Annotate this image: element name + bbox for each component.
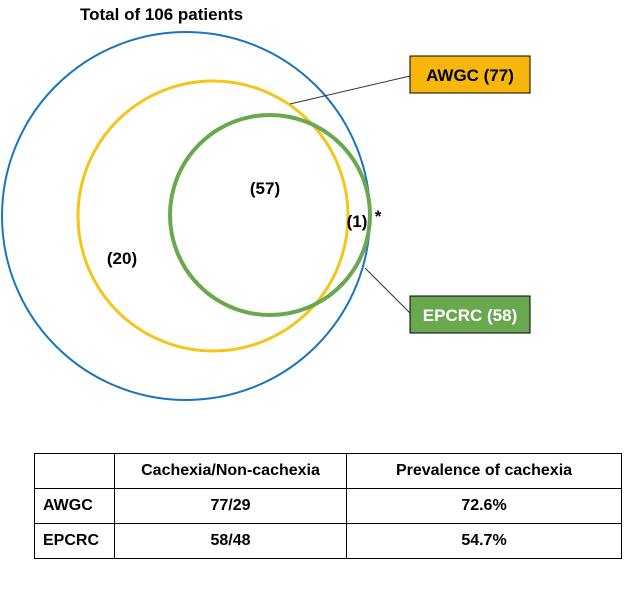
epcrc-circle — [168, 113, 372, 317]
awgc-legend-label: AWGC (77) — [426, 66, 514, 85]
awgc-circle — [76, 79, 350, 353]
table-header-cell: Prevalence of cachexia — [346, 453, 622, 489]
table-row-ratio: 77/29 — [114, 488, 347, 524]
table-row-criteria: AWGC — [34, 488, 115, 524]
region-both-label: (57) — [250, 179, 280, 198]
awgc-connector-line — [289, 75, 411, 105]
venn-diagram: Total of 106 patients (57) (20) (1) * AW… — [1, 5, 531, 401]
table-header-cell: Cachexia/Non-cachexia — [114, 453, 347, 489]
epcrc-connector-line — [364, 267, 411, 314]
table-row: AWGC 77/29 72.6% — [34, 488, 622, 524]
region-epcrc-only-label: (1) — [347, 212, 368, 231]
table-header-cell — [34, 453, 115, 489]
awgc-legend-box: AWGC (77) — [409, 55, 531, 94]
diagram-title: Total of 106 patients — [80, 5, 243, 24]
table-row-ratio: 58/48 — [114, 523, 347, 559]
region-awgc-only-label: (20) — [107, 249, 137, 268]
table-row-prevalence: 54.7% — [346, 523, 622, 559]
table-row-prevalence: 72.6% — [346, 488, 622, 524]
table-row: EPCRC 58/48 54.7% — [34, 523, 622, 559]
table-header-row: Cachexia/Non-cachexia Prevalence of cach… — [34, 453, 622, 489]
epcrc-legend-label: EPCRC (58) — [423, 306, 517, 325]
table-row-criteria: EPCRC — [34, 523, 115, 559]
cachexia-summary-table: Cachexia/Non-cachexia Prevalence of cach… — [34, 453, 622, 559]
epcrc-legend-box: EPCRC (58) — [409, 295, 531, 334]
total-patients-circle — [1, 31, 371, 401]
asterisk-marker: * — [375, 207, 382, 226]
